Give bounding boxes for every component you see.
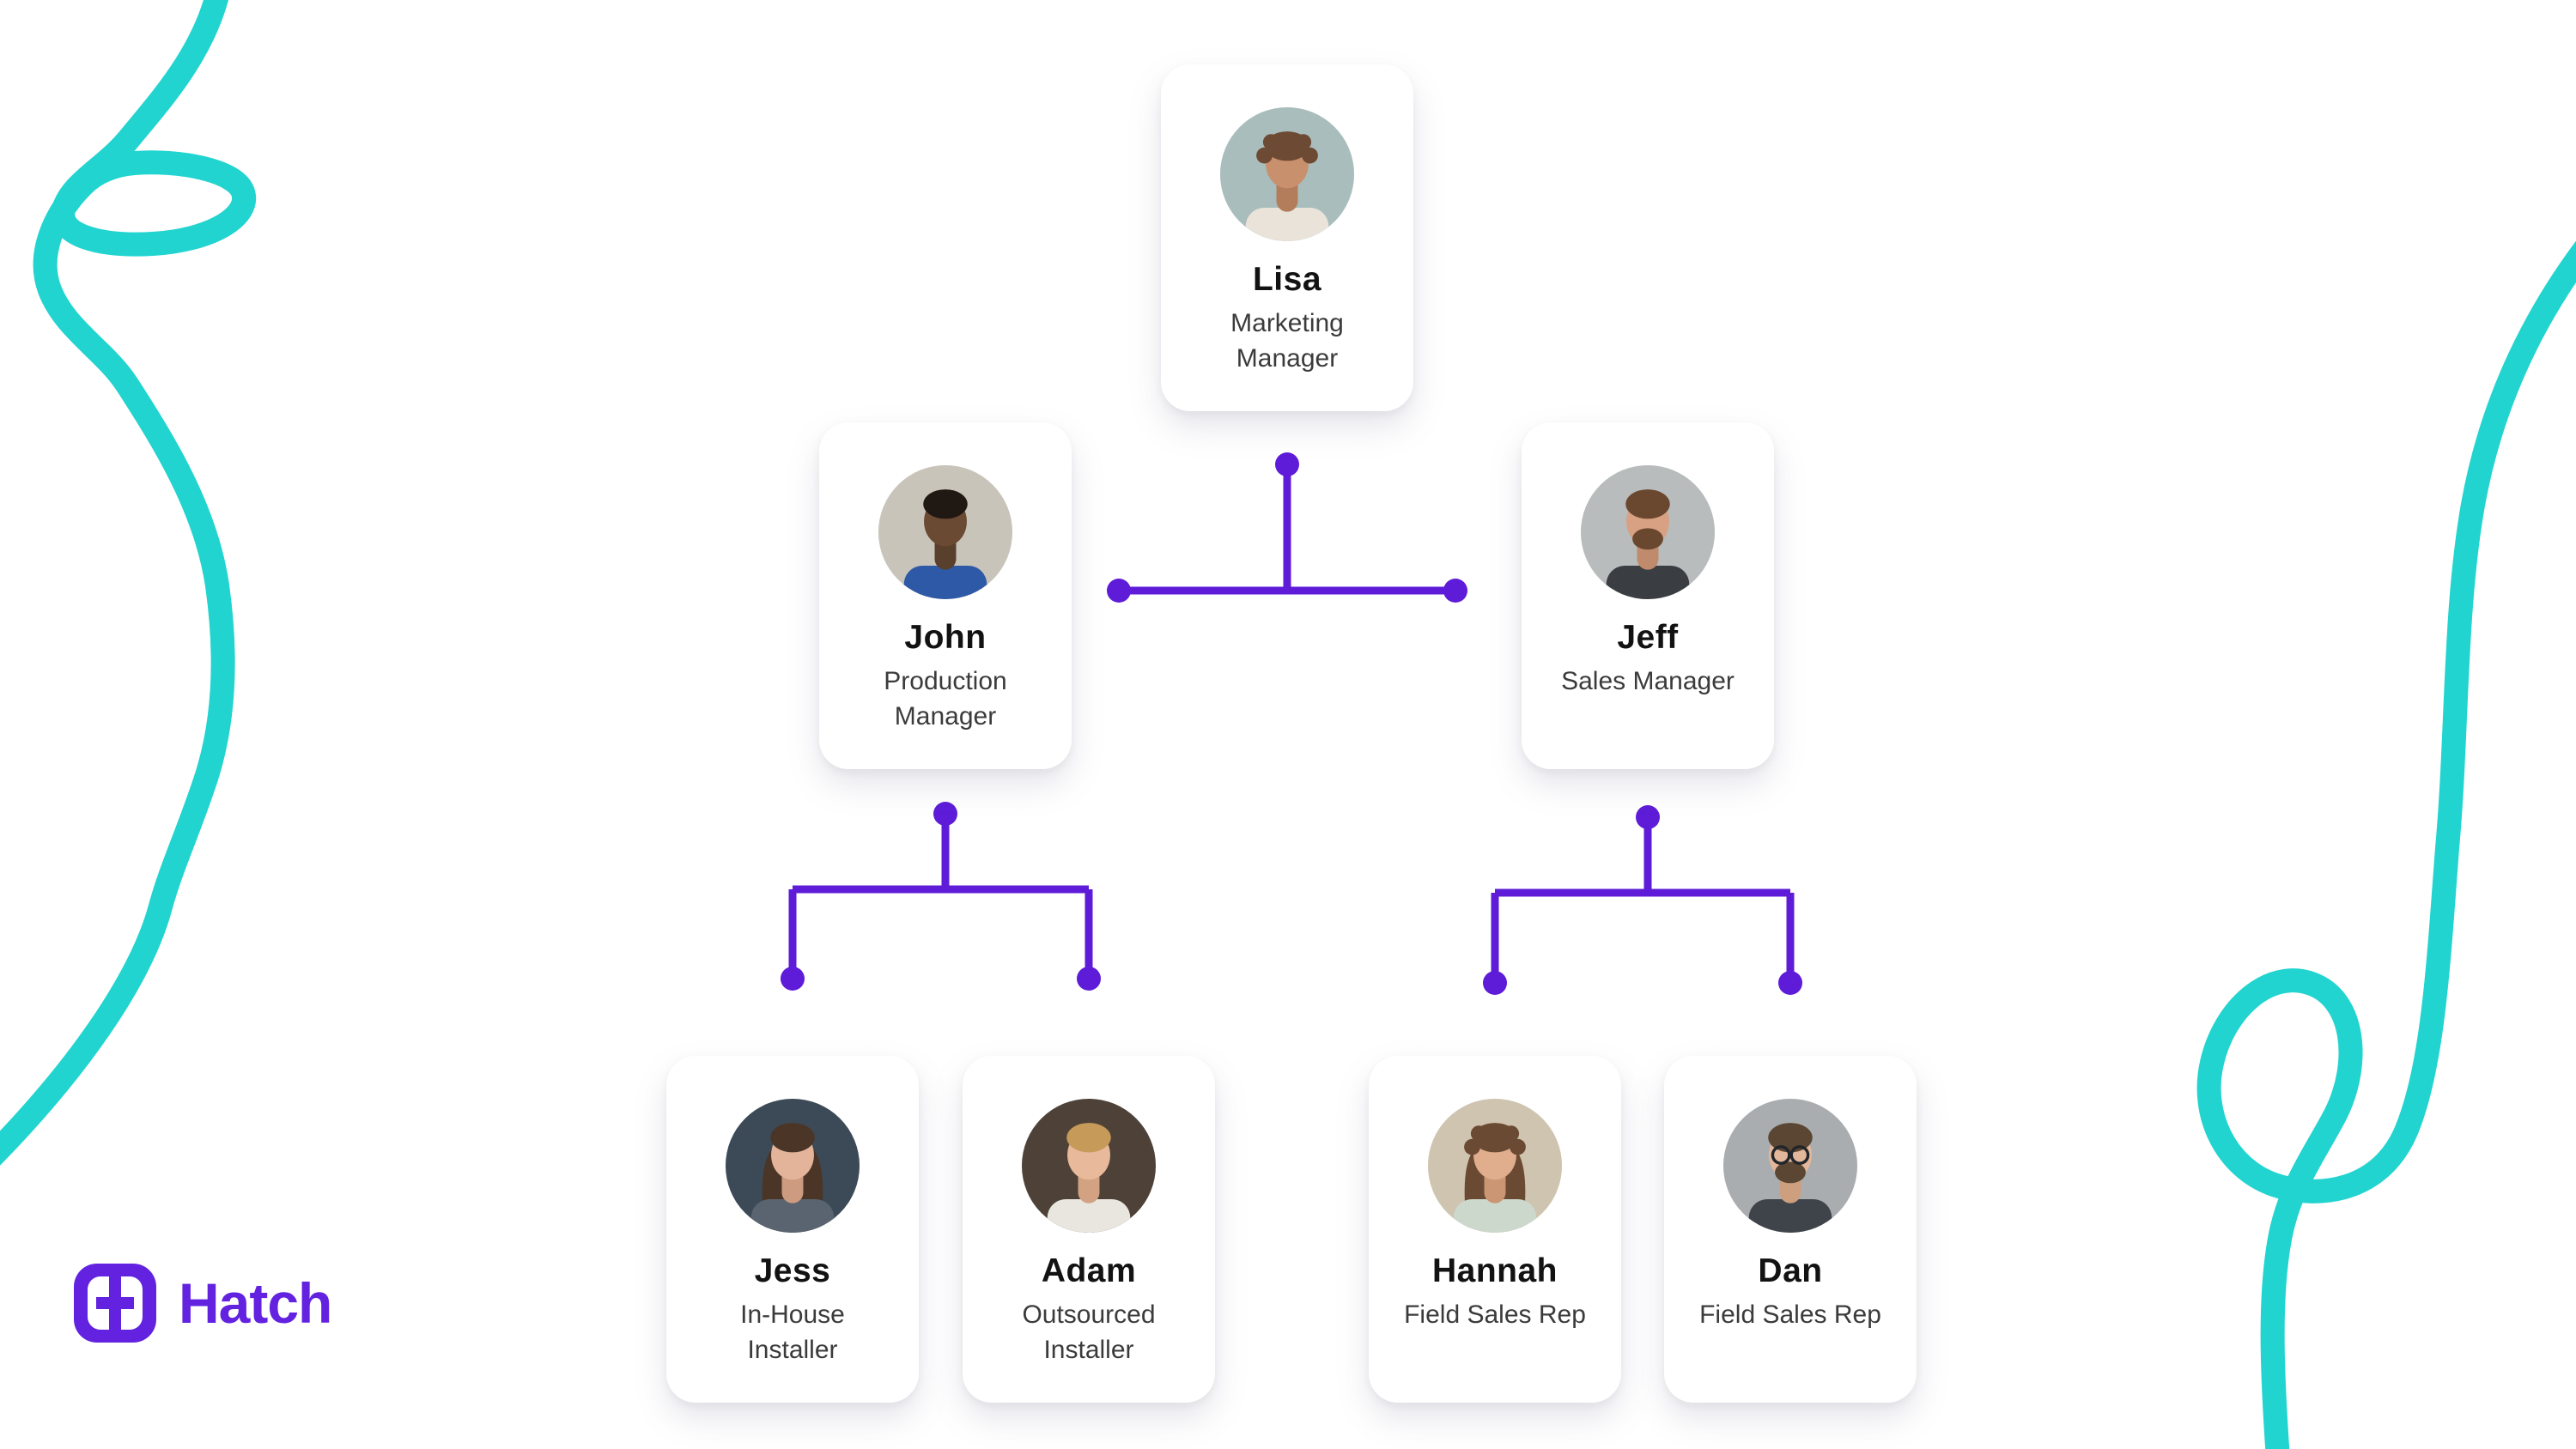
person-role: Marketing Manager (1230, 308, 1344, 373)
person-role: In-House Installer (740, 1300, 845, 1365)
connector-john-to-children (781, 802, 1101, 991)
avatar-adam (1022, 1099, 1156, 1233)
person-role: Outsourced Installer (1022, 1300, 1156, 1365)
person-name: Jeff (1617, 619, 1679, 656)
teal-squiggle-right-decoration (2196, 240, 2576, 1449)
person-card-jeff: Jeff Sales Manager (1522, 422, 1774, 769)
person-card-lisa: Lisa Marketing Manager (1161, 64, 1413, 411)
teal-squiggle-left-decoration (0, 0, 257, 1166)
person-card-hannah: Hannah Field Sales Rep (1369, 1056, 1621, 1403)
person-name: John (904, 619, 987, 656)
hatch-logo: Hatch (74, 1264, 332, 1343)
person-name: Adam (1041, 1252, 1137, 1289)
avatar-dan (1723, 1099, 1857, 1233)
avatar-lisa (1220, 107, 1354, 241)
person-name: Lisa (1252, 261, 1322, 298)
person-name: Dan (1758, 1252, 1823, 1289)
person-name: Hannah (1431, 1252, 1558, 1289)
person-role: Production Manager (884, 666, 1007, 731)
person-role: Sales Manager (1561, 666, 1735, 695)
hatch-logo-wordmark: Hatch (179, 1271, 332, 1335)
connector-lisa-to-children (1107, 452, 1467, 603)
person-card-john: John Production Manager (819, 422, 1072, 769)
avatar-hannah (1428, 1099, 1562, 1233)
person-role: Field Sales Rep (1699, 1300, 1881, 1329)
person-card-jess: Jess In-House Installer (666, 1056, 919, 1403)
connector-jeff-to-children (1483, 805, 1802, 995)
avatar-jeff (1581, 465, 1715, 599)
avatar-jess (726, 1099, 860, 1233)
person-card-dan: Dan Field Sales Rep (1664, 1056, 1917, 1403)
hatch-logo-icon (74, 1264, 156, 1343)
person-card-adam: Adam Outsourced Installer (963, 1056, 1215, 1403)
person-name: Jess (754, 1252, 831, 1289)
person-role: Field Sales Rep (1404, 1300, 1586, 1329)
avatar-john (878, 465, 1012, 599)
